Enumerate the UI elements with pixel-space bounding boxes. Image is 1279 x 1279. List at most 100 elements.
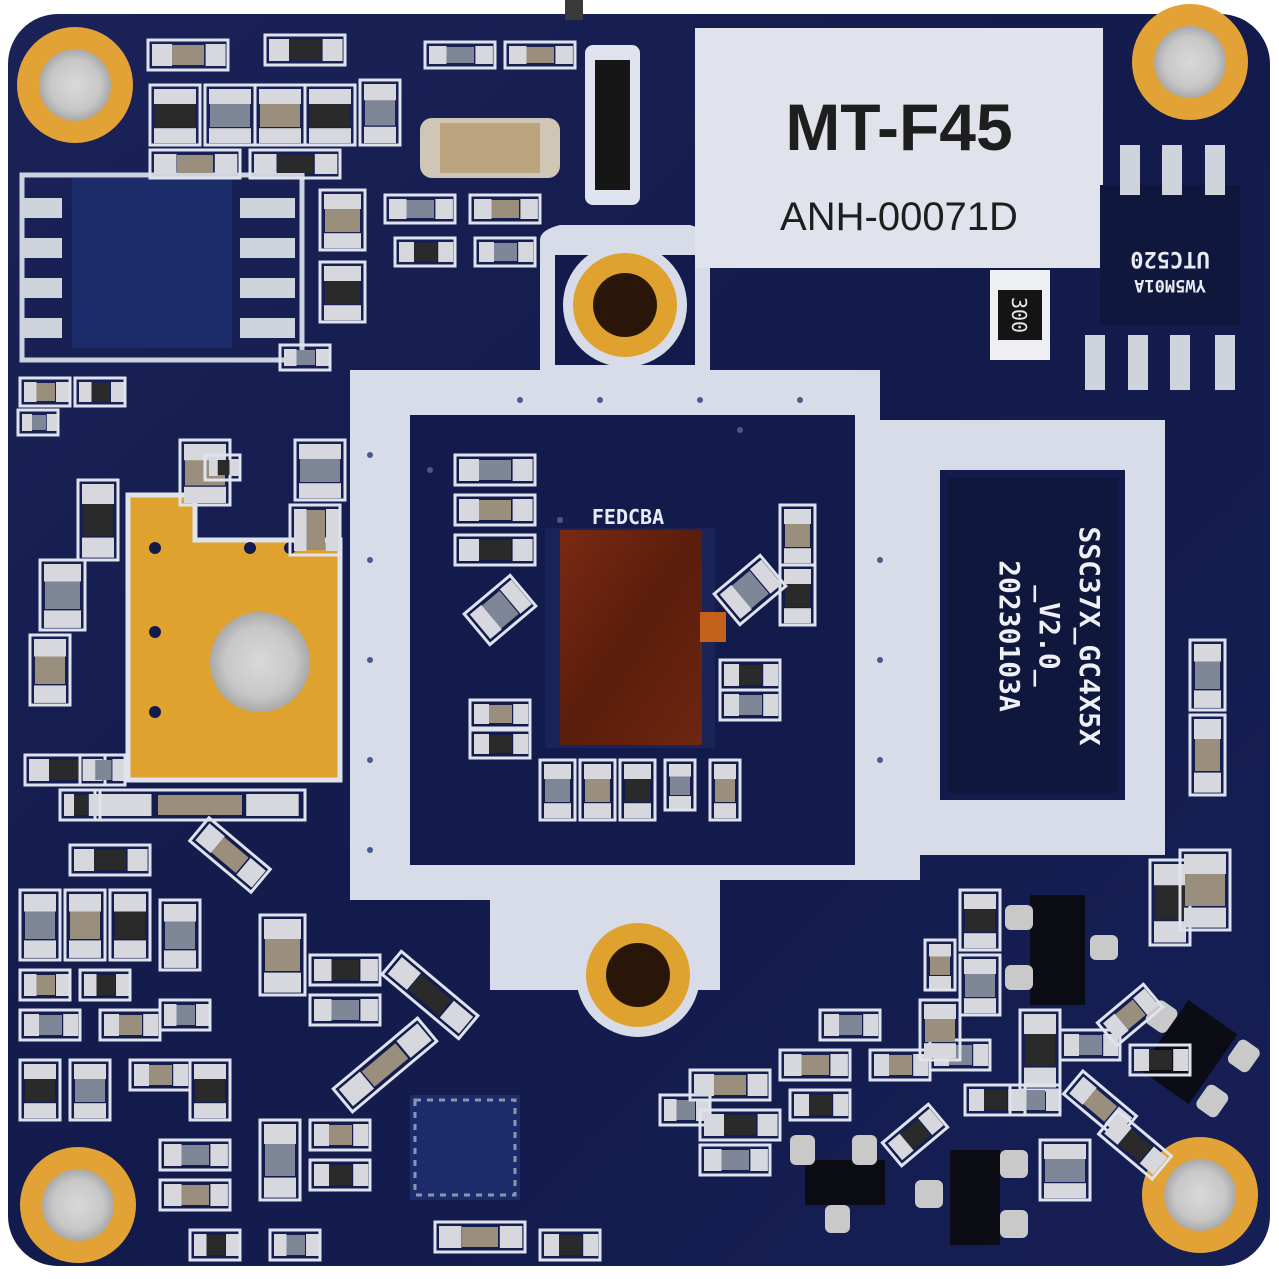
smd-component — [318, 188, 367, 252]
via — [367, 757, 373, 763]
smd-component — [818, 1008, 882, 1042]
smd-component — [453, 493, 537, 527]
regulator-chip: YW5M01A UTC520 — [1085, 145, 1240, 390]
transistor-2 — [790, 1135, 885, 1233]
smd-component — [503, 40, 577, 70]
smd-component — [278, 343, 332, 372]
soc-marking-line3: 20230103A — [993, 560, 1026, 712]
mounting-hole-bottom-left — [20, 1147, 136, 1263]
mounting-hole-bottom-right — [1142, 1137, 1258, 1253]
smd-component — [288, 503, 342, 557]
smd-component — [93, 788, 307, 822]
transistor-1 — [1005, 895, 1118, 1005]
via — [367, 557, 373, 563]
via — [557, 517, 563, 523]
smd-component — [263, 33, 347, 67]
mounting-hole-bottom-center — [576, 913, 700, 1037]
smd-component — [958, 953, 1002, 1017]
via — [367, 452, 373, 458]
smd-component — [383, 193, 457, 225]
image-sensor: FEDCBA — [545, 505, 726, 748]
via — [427, 467, 433, 473]
smd-component — [468, 193, 542, 225]
resistor-marking: 300 — [1007, 297, 1031, 333]
smd-component — [923, 938, 957, 992]
smd-component — [578, 758, 617, 822]
smd-component — [1178, 848, 1232, 932]
sticker-model: MT-F45 — [785, 90, 1012, 164]
smd-component — [248, 148, 342, 180]
smd-component — [423, 40, 497, 70]
mounting-hole-top-center — [563, 243, 687, 367]
sensor-marking: FEDCBA — [592, 505, 664, 529]
smd-component — [468, 728, 532, 760]
smd-component — [18, 1008, 82, 1042]
smd-component — [778, 563, 817, 627]
smd-component — [203, 453, 242, 482]
smd-component — [868, 1048, 932, 1082]
smd-component — [468, 698, 532, 730]
soc-marking-line2: _V2.0_ — [1033, 585, 1066, 686]
smd-component — [698, 1108, 782, 1142]
smd-component — [958, 888, 1002, 952]
smd-component — [308, 953, 382, 987]
via — [737, 427, 743, 433]
smd-component — [1188, 713, 1227, 797]
via — [597, 397, 603, 403]
smd-component — [918, 998, 962, 1062]
smd-component — [331, 1016, 439, 1114]
regulator-marking-line1: YW5M01A — [1134, 275, 1206, 295]
smd-component — [188, 1228, 242, 1262]
smd-component — [76, 478, 120, 562]
smd-component — [880, 1102, 950, 1168]
smd-component — [68, 843, 152, 877]
smd-component — [1095, 982, 1165, 1048]
mounting-hole-top-right — [1132, 4, 1248, 120]
smd-component — [148, 148, 242, 180]
smd-component — [538, 758, 577, 822]
smd-component — [1018, 1008, 1062, 1092]
via — [367, 657, 373, 663]
transistor-3 — [915, 1150, 1028, 1245]
smd-component — [188, 1058, 232, 1122]
smd-component — [618, 758, 657, 822]
sticker-code: ANH-00071D — [780, 195, 1018, 239]
resistor-300: 300 — [990, 270, 1050, 360]
smd-component — [293, 438, 347, 502]
smd-component — [303, 83, 357, 147]
smd-component — [663, 758, 697, 812]
smd-component — [688, 1068, 772, 1102]
smd-component — [778, 503, 817, 567]
smd-component — [718, 658, 782, 692]
smd-component — [18, 376, 72, 408]
smd-component — [68, 1058, 112, 1122]
smd-component — [433, 1220, 527, 1254]
top-pin — [565, 0, 583, 20]
smd-component — [28, 633, 72, 707]
via — [877, 757, 883, 763]
smd-component — [18, 888, 62, 962]
label-sticker: MT-F45 ANH-00071D — [695, 28, 1103, 268]
smd-component — [146, 38, 230, 72]
smd-component — [18, 968, 72, 1002]
smd-component — [1188, 638, 1227, 712]
soc-marking-line1: SSC37X_GC4X5X — [1073, 526, 1106, 745]
smd-component — [453, 533, 537, 567]
smd-component — [203, 83, 257, 147]
smd-component — [253, 83, 307, 147]
regulator-marking-line2: UTC520 — [1130, 246, 1209, 271]
smd-component — [63, 888, 107, 962]
via — [697, 397, 703, 403]
smd-component — [1038, 1138, 1092, 1202]
smd-component — [708, 758, 742, 822]
smd-component — [78, 753, 127, 787]
smd-component — [258, 913, 307, 997]
smd-component — [158, 998, 212, 1032]
smd-component — [18, 1058, 62, 1122]
smd-component — [358, 78, 402, 147]
smd-component — [718, 688, 782, 722]
smd-component — [778, 1048, 852, 1082]
smd-component — [108, 888, 152, 962]
gold-ground-pad — [125, 492, 343, 783]
